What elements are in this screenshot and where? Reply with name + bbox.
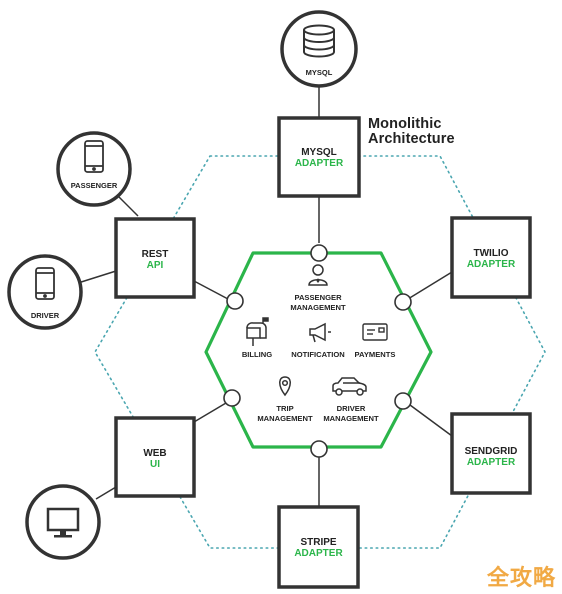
driver-management-module[interactable]: DRIVER MANAGEMENT — [323, 377, 379, 423]
passenger-client[interactable]: PASSENGER — [56, 131, 132, 207]
twilio-adapter-label: TWILIO — [474, 248, 509, 259]
web-ui-label: WEB — [143, 448, 166, 459]
port-upper-left — [226, 292, 244, 310]
connectors — [77, 86, 453, 507]
location-pin-icon — [279, 376, 291, 397]
megaphone-icon — [309, 322, 331, 343]
rest-to-core-line — [193, 280, 229, 300]
mysql-adapter-box[interactable]: MYSQL ADAPTER — [277, 116, 361, 198]
rest-api-sublabel: API — [147, 260, 164, 271]
stripe-adapter-sublabel: ADAPTER — [294, 548, 343, 559]
twilio-adapter-sublabel: ADAPTER — [467, 259, 516, 270]
port-lower-left — [223, 389, 241, 407]
stripe-adapter-label: STRIPE — [300, 537, 336, 548]
driver-to-rest-line — [77, 270, 117, 284]
notification-label: NOTIFICATION — [291, 350, 344, 359]
sendgrid-adapter-box[interactable]: SENDGRID ADAPTER — [450, 412, 532, 495]
credit-card-icon — [362, 323, 388, 341]
diagram-title-line2: Architecture — [368, 131, 455, 147]
sendgrid-to-core-line — [409, 404, 453, 437]
passenger-management-sublabel: MANAGEMENT — [290, 303, 346, 312]
desktop-client[interactable] — [25, 484, 101, 560]
driver-client-label: DRIVER — [31, 311, 60, 320]
diagram-title-line1: Monolithic — [368, 116, 442, 132]
trip-management-module[interactable]: TRIP MANAGEMENT — [257, 376, 313, 423]
passenger-management-label: PASSENGER — [294, 293, 342, 302]
trip-management-sublabel: MANAGEMENT — [257, 414, 313, 423]
stripe-adapter-box[interactable]: STRIPE ADAPTER — [277, 505, 360, 589]
passenger-management-module[interactable]: PASSENGER MANAGEMENT — [290, 264, 346, 312]
web-ui-sublabel: UI — [150, 459, 160, 470]
passenger-to-rest-line — [117, 195, 139, 217]
payments-label: PAYMENTS — [355, 350, 396, 359]
port-top — [310, 244, 328, 262]
car-icon — [332, 377, 367, 396]
sendgrid-adapter-sublabel: ADAPTER — [467, 457, 516, 468]
port-upper-right — [394, 293, 412, 311]
twilio-to-core-line — [407, 271, 453, 300]
mysql-adapter-label: MYSQL — [301, 147, 337, 158]
mysql-database-label: MYSQL — [306, 68, 333, 77]
driver-client[interactable]: DRIVER — [7, 254, 83, 330]
payments-module[interactable]: PAYMENTS — [355, 323, 396, 359]
port-lower-right — [394, 392, 412, 410]
desktop-monitor-icon — [46, 507, 80, 538]
rest-api-label: REST — [142, 249, 169, 260]
person-icon — [308, 264, 328, 286]
trip-management-label: TRIP — [276, 404, 293, 413]
mysql-database: MYSQL — [280, 10, 358, 88]
mobile-phone-icon — [35, 267, 55, 300]
port-bottom — [310, 440, 328, 458]
database-icon — [303, 24, 335, 58]
passenger-client-label: PASSENGER — [71, 181, 118, 190]
notification-module[interactable]: NOTIFICATION — [291, 322, 345, 359]
billing-label: BILLING — [242, 350, 272, 359]
rest-api-box[interactable]: REST API — [114, 217, 196, 299]
twilio-adapter-box[interactable]: TWILIO ADAPTER — [450, 216, 532, 299]
web-ui-box[interactable]: WEB UI — [114, 416, 196, 498]
web-to-core-line — [193, 402, 227, 423]
billing-module[interactable]: BILLING — [242, 317, 272, 359]
mysql-adapter-sublabel: ADAPTER — [295, 158, 344, 169]
mailbox-icon — [246, 317, 269, 346]
sendgrid-adapter-label: SENDGRID — [465, 446, 518, 457]
desktop-to-web-line — [95, 486, 117, 500]
driver-management-sublabel: MANAGEMENT — [323, 414, 379, 423]
ports — [223, 244, 412, 458]
mobile-phone-icon — [84, 140, 104, 173]
application-core-hexagon — [204, 251, 433, 449]
watermark: 全攻略 — [486, 566, 556, 591]
driver-management-label: DRIVER — [337, 404, 366, 413]
